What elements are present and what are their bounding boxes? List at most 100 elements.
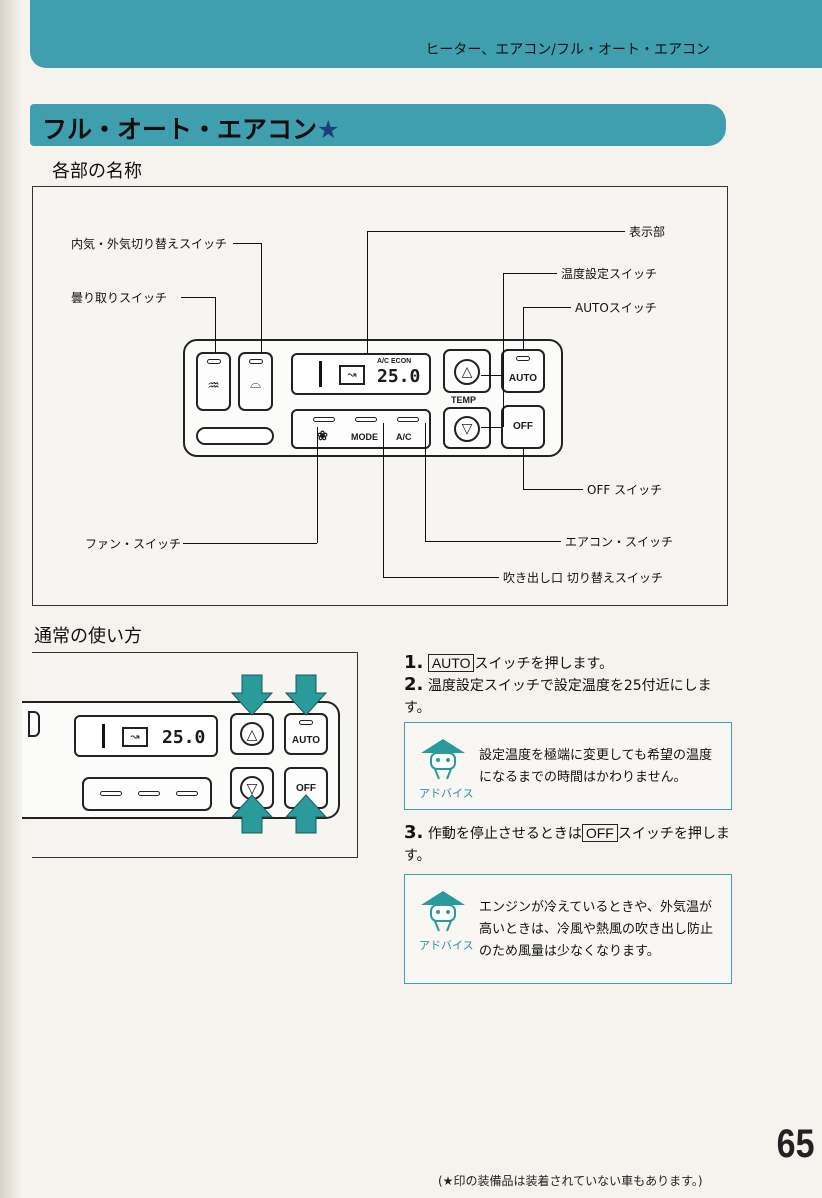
leader-line [523, 307, 524, 351]
running-title: ヒーター、エアコン/フル・オート・エアコン [425, 42, 710, 58]
ac-econ-indicator: A/C ECON [377, 358, 412, 365]
advice-text-1: 設定温度を極端に変更しても希望の温度になるまでの時間はかわりません。 [479, 748, 712, 785]
usage-temp-up-button[interactable]: △ [230, 713, 274, 755]
callout-temp-switch: 温度設定スイッチ [561, 267, 658, 281]
step-1-number: 1. [404, 652, 424, 673]
recirc-car-icon: ⌓ [249, 376, 262, 392]
usage-off-label: OFF [296, 783, 316, 794]
section-heading-parts: 各部の名称 [52, 161, 142, 182]
parts-diagram: ♒ ⌓ ↝ A/C ECON 25.0 ❀ MODE A/C △ TEMP ▽ … [32, 186, 728, 606]
step-3-pre: 作動を停止させるときは [427, 826, 582, 842]
mode-led [355, 417, 377, 422]
callout-recirc-switch: 内気・外気切り替えスイッチ [71, 237, 228, 251]
advisor-icon [421, 891, 465, 932]
fan-icon: ❀ [317, 428, 328, 443]
temp-down-button[interactable]: ▽ [443, 407, 491, 449]
step-2: 2. 温度設定スイッチで設定温度を25付近にします。 [404, 674, 734, 719]
leader-line [383, 423, 384, 577]
step-3-number: 3. [404, 822, 424, 843]
usage-up-triangle-icon: △ [240, 722, 264, 746]
advisor-icon [421, 739, 465, 780]
leader-line [317, 427, 318, 543]
temp-label: TEMP [451, 395, 477, 405]
usage-auto-button[interactable]: AUTO [284, 713, 328, 755]
up-triangle-icon: △ [454, 359, 480, 385]
star-mark: ★ [317, 115, 340, 144]
usage-vent-edge [28, 711, 40, 737]
step-2-number: 2. [404, 674, 424, 695]
recirc-led [248, 359, 263, 364]
recirc-button[interactable]: ⌓ [238, 352, 273, 411]
leader-line [183, 543, 317, 544]
up-arrow-icon [284, 794, 328, 834]
leader-line [523, 449, 524, 489]
page-number: 65 [776, 1122, 814, 1166]
leader-line [425, 541, 561, 542]
page-title-text: フル・オート・エアコン [42, 115, 318, 144]
usage-temperature-readout: 25.0 [162, 727, 206, 748]
auto-key-label: AUTO [427, 654, 475, 672]
up-arrow-icon [230, 794, 274, 834]
leader-line [481, 427, 503, 428]
usage-led [176, 791, 198, 796]
off-label: OFF [513, 421, 533, 432]
defog-led [206, 359, 221, 364]
auto-label: AUTO [508, 373, 538, 384]
defog-button[interactable]: ♒ [196, 352, 231, 411]
fan-led [313, 417, 335, 422]
leader-line [503, 273, 504, 375]
step-2-text: 温度設定スイッチで設定温度を25付近にします。 [404, 678, 712, 716]
footnote: (★印の装備品は装着されていない車もあります。) [438, 1174, 703, 1188]
page-title: フル・オート・エアコン★ [42, 110, 339, 146]
advice-text-2: エンジンが冷えているときや、外気温が高いときは、冷風や熱風の吹き出し防止のため風… [479, 900, 714, 959]
mode-label: MODE [351, 432, 378, 442]
down-triangle-icon: ▽ [454, 416, 480, 442]
ac-led [397, 417, 419, 422]
fan-level-bar [319, 361, 322, 387]
callout-fan-switch: ファン・スイッチ [85, 537, 182, 551]
usage-led [100, 791, 122, 796]
leader-line [181, 297, 215, 298]
section-title-bar: フル・オート・エアコン★ [30, 104, 726, 146]
section-heading-usage: 通常の使い方 [34, 626, 142, 647]
vent-slot [196, 427, 274, 445]
usage-display-window: ↝ 25.0 [74, 715, 218, 757]
callout-ac-switch: エアコン・スイッチ [565, 535, 674, 549]
callout-display: 表示部 [629, 225, 666, 239]
usage-auto-led [299, 720, 313, 725]
callout-off-switch: OFF スイッチ [587, 483, 663, 497]
advice-box-2: アドバイス エンジンが冷えているときや、外気温が高いときは、冷風や熱風の吹き出し… [404, 874, 732, 984]
callout-auto-switch: AUTOスイッチ [575, 301, 657, 315]
usage-diagram: ↝ 25.0 △ ▽ AUTO OFF [22, 652, 358, 858]
callout-defog-switch: 曇り取りスイッチ [71, 291, 168, 305]
leader-line [503, 273, 557, 274]
ac-label: A/C [396, 432, 412, 442]
page-binding-shadow [0, 0, 22, 1198]
down-arrow-icon [284, 674, 328, 716]
usage-bottom-strip [82, 777, 212, 811]
temperature-readout: 25.0 [377, 366, 421, 387]
press-arrows [230, 674, 328, 834]
advice-label: アドバイス [419, 939, 474, 952]
advice-box-1: アドバイス 設定温度を極端に変更しても希望の温度になるまでの時間はかわりません。 [404, 722, 732, 810]
off-button[interactable]: OFF [501, 405, 545, 449]
temp-up-button[interactable]: △ [443, 349, 491, 393]
leader-line [481, 375, 503, 376]
auto-led [516, 356, 530, 361]
leader-line [367, 231, 368, 353]
auto-button[interactable]: AUTO [501, 349, 545, 393]
leader-line [523, 307, 571, 308]
callout-mode-switch: 吹き出し口 切り替えスイッチ [503, 571, 663, 585]
display-window: ↝ A/C ECON 25.0 [291, 353, 431, 395]
usage-fan-level-bar [102, 724, 105, 748]
vent-mode-icon: ↝ [339, 365, 365, 385]
leader-line [383, 577, 499, 578]
step-3-post: スイッチを押します。 [404, 826, 730, 864]
bottom-button-strip: ❀ MODE A/C [291, 409, 431, 449]
leader-line [367, 231, 625, 232]
leader-line [523, 489, 583, 490]
advice-label: アドバイス [419, 787, 474, 800]
leader-line [503, 375, 504, 427]
